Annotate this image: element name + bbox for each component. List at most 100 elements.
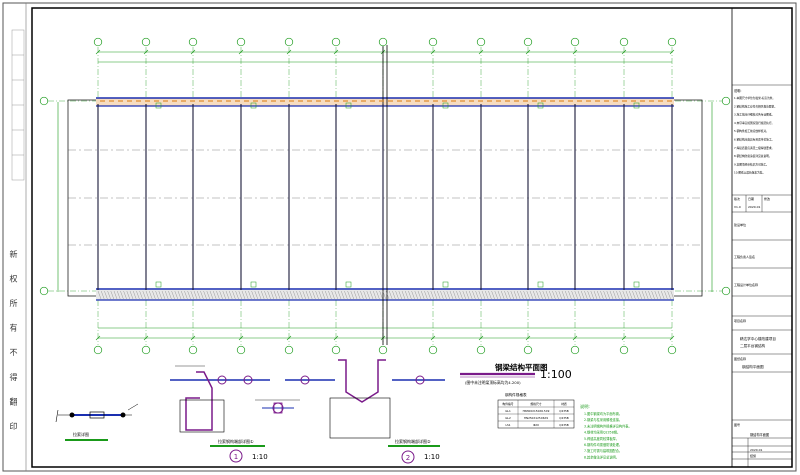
detail-2-scale: 1:10 [424, 453, 440, 461]
drawing-notes-title: 说明: [580, 403, 590, 410]
hatch-stroke [209, 290, 214, 300]
beam-tag-bottom [345, 281, 352, 288]
hatch-stroke [120, 290, 124, 300]
axis-bubble-top [141, 37, 151, 47]
hatch-stroke [321, 290, 326, 300]
plan-subtitle: (图中未注明梁顶标高均为4.200) [465, 380, 521, 385]
table-cell: Q235B [559, 423, 569, 427]
beam-tag-bottom [250, 281, 257, 288]
hatch-stroke [549, 290, 553, 300]
hatch-stroke [513, 290, 518, 300]
rev-label: 版次 [734, 196, 740, 201]
hatch-stroke [622, 290, 626, 300]
drawing-note-line: 3.未注明钢构件规格详见构件表。 [584, 423, 632, 428]
drawing-note-line: 5.焊缝高度同较薄板厚。 [584, 436, 619, 441]
table-header-cell: 构件编号 [502, 402, 513, 406]
hatch-stroke [536, 290, 540, 300]
beam-hatching [97, 100, 674, 300]
hatch-stroke [165, 290, 169, 300]
hatch-stroke [229, 290, 233, 300]
hatch-stroke [401, 290, 406, 300]
title-block-note-line: 6.钢结构应由具有资质单位施工。 [734, 138, 774, 142]
hatch-stroke [405, 290, 409, 300]
drawing-note-line: 2.钢梁与柱采用螺栓连接。 [584, 417, 622, 422]
hatch-stroke [277, 290, 281, 300]
hatch-stroke [344, 290, 348, 300]
hatch-stroke [366, 290, 370, 300]
hatch-stroke [417, 290, 422, 300]
drawing-note-line: 1.图中钢梁均为平面布置。 [584, 411, 622, 416]
hatch-stroke [379, 290, 383, 300]
detail-1-title: 拉索钢构端部详图① [218, 438, 254, 444]
hatch-stroke [539, 290, 543, 300]
hatch-stroke [545, 290, 550, 300]
axis-bubble-top [476, 37, 486, 47]
hatch-stroke [129, 290, 134, 300]
title-block-note-line: 7.焊接质量应满足二级焊缝要求。 [734, 146, 774, 150]
small-detail-title: 拉索详图 [73, 431, 89, 437]
hatch-stroke [254, 290, 258, 300]
hatch-stroke [280, 290, 284, 300]
hatch-stroke [312, 290, 316, 300]
axis-bubble-bottom [93, 345, 103, 355]
hatch-stroke [552, 290, 556, 300]
project-label: 项目名称 [734, 318, 746, 323]
hatch-stroke [395, 290, 399, 300]
beam-tag-top [537, 102, 544, 109]
hatch-stroke [504, 290, 508, 300]
hatch-stroke [421, 290, 425, 300]
drawing-number-label: 图号 [734, 422, 740, 427]
hatch-stroke [616, 290, 620, 300]
hatch-stroke [459, 290, 463, 300]
axis-bubble-bottom [236, 345, 246, 355]
hatch-stroke [670, 290, 674, 300]
bottom-beam-band [96, 290, 674, 300]
axis-bubble-bottom [188, 345, 198, 355]
hatch-stroke [635, 290, 639, 300]
beam-tag-bottom [633, 281, 640, 288]
table-header-cell: 材质 [561, 402, 567, 406]
hatch-stroke [289, 290, 294, 300]
hatch-stroke [456, 290, 460, 300]
axis-bubble-bottom [331, 345, 341, 355]
detail-2-drawing: 拉索钢构端部详图② 2 1:10 [285, 359, 445, 464]
hatch-stroke [392, 290, 396, 300]
hatch-stroke [334, 290, 338, 300]
hatch-stroke [331, 290, 335, 300]
title-block: 说明: 1.本图尺寸单位为毫米,标高为米。2.钢结构施工应符合相关规范要求。3.… [731, 8, 792, 467]
hatch-stroke [353, 290, 358, 300]
hatch-stroke [577, 290, 582, 300]
plan-scale: 1:100 [540, 368, 572, 381]
hatch-stroke [219, 290, 223, 300]
detail-2-bubble [401, 450, 415, 464]
date-value: 2020.01 [748, 205, 760, 209]
hatch-stroke [625, 290, 630, 300]
hatch-stroke [414, 290, 418, 300]
hatch-stroke [206, 290, 210, 300]
axis-bubble-bottom [476, 345, 486, 355]
hatch-stroke [385, 290, 390, 300]
hatch-stroke [571, 290, 575, 300]
hatch-stroke [296, 290, 300, 300]
hatch-stroke [382, 290, 386, 300]
axis-bubble-top [619, 37, 629, 47]
hatch-stroke [369, 290, 374, 300]
table-cell: HN250X125X6X9 [524, 416, 548, 420]
hatch-stroke [613, 290, 617, 300]
hatch-stroke [584, 290, 588, 300]
hatch-stroke [235, 290, 239, 300]
hatch-stroke [555, 290, 559, 300]
plan-title: 钢梁结构平面图 [495, 362, 548, 372]
axis-bubble-top [570, 37, 580, 47]
hatch-stroke [645, 290, 649, 300]
hatch-stroke [155, 290, 159, 300]
date-label: 日期 [748, 196, 754, 201]
hatch-stroke [101, 290, 105, 300]
hatch-stroke [376, 290, 380, 300]
hatch-stroke [203, 290, 207, 300]
axis-bubble-bottom [619, 345, 629, 355]
title-block-note-line: 8.钢结构防腐涂装详见总说明。 [734, 154, 772, 158]
table-cell: Φ20 [533, 423, 539, 427]
beam-tag-bottom [155, 281, 162, 288]
hatch-stroke [510, 290, 514, 300]
